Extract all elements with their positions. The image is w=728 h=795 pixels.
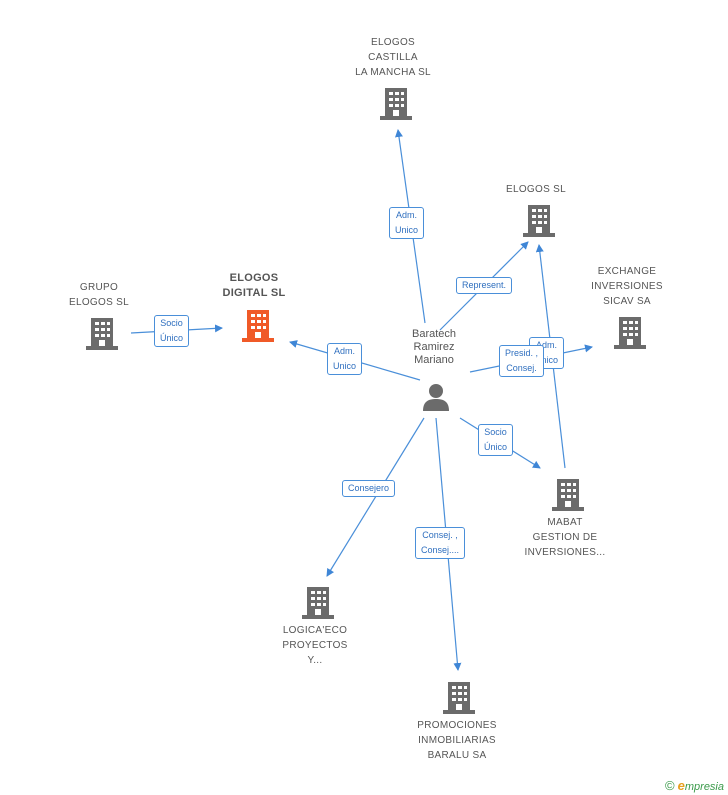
building-icon-focus[interactable] bbox=[242, 308, 274, 342]
node-label-elogos-digital[interactable]: ELOGOS DIGITAL SL bbox=[222, 272, 286, 299]
person-label[interactable]: Baratech Ramirez Mariano bbox=[411, 328, 457, 366]
building-icon[interactable] bbox=[552, 477, 584, 511]
edge-logica bbox=[326, 417, 425, 577]
building-icon[interactable] bbox=[614, 315, 646, 349]
node-label-elogos-sl[interactable]: ELOGOS SL bbox=[506, 184, 566, 195]
node-label-logicaeco[interactable]: LOGICA'ECO PROYECTOS Y... bbox=[282, 625, 348, 666]
person-icon[interactable] bbox=[421, 382, 451, 412]
node-label-grupo-elogos[interactable]: GRUPO ELOGOS SL bbox=[69, 282, 129, 308]
edge-label-consejero[interactable]: Consejero bbox=[342, 480, 396, 497]
building-icon[interactable] bbox=[302, 585, 334, 619]
empresia-watermark: © empresia bbox=[665, 778, 724, 793]
copyright-symbol: © bbox=[664, 778, 675, 793]
brand-initial: e bbox=[677, 778, 685, 793]
edge-label-socio-unico-grupo[interactable]: Socio Único bbox=[154, 315, 190, 347]
node-label-elogos-castilla[interactable]: ELOGOS CASTILLA LA MANCHA SL bbox=[355, 37, 431, 78]
edge-label-represent[interactable]: Represent. bbox=[456, 277, 513, 294]
brand-name: mpresia bbox=[684, 781, 724, 793]
node-label-mabat[interactable]: MABAT GESTION DE INVERSIONES... bbox=[524, 517, 606, 558]
edge-label-presid-consej[interactable]: Presid. , Consej. bbox=[499, 345, 545, 377]
edge-label-socio-unico-mabat[interactable]: Socio Único bbox=[478, 424, 514, 456]
building-icon[interactable] bbox=[86, 316, 118, 350]
building-icon[interactable] bbox=[443, 680, 475, 714]
node-label-promociones[interactable]: PROMOCIONES INMOBILIARIAS BARALU SA bbox=[417, 720, 497, 761]
node-label-exchange[interactable]: EXCHANGE INVERSIONES SICAV SA bbox=[591, 266, 663, 307]
edge-label-consej-promociones[interactable]: Consej. , Consej.... bbox=[415, 527, 466, 559]
building-icon[interactable] bbox=[523, 203, 555, 237]
edge-label-adm-unico-castilla[interactable]: Adm. Unico bbox=[389, 207, 425, 239]
edge-label-adm-unico-digital[interactable]: Adm. Unico bbox=[327, 343, 363, 375]
building-icon[interactable] bbox=[380, 86, 412, 120]
